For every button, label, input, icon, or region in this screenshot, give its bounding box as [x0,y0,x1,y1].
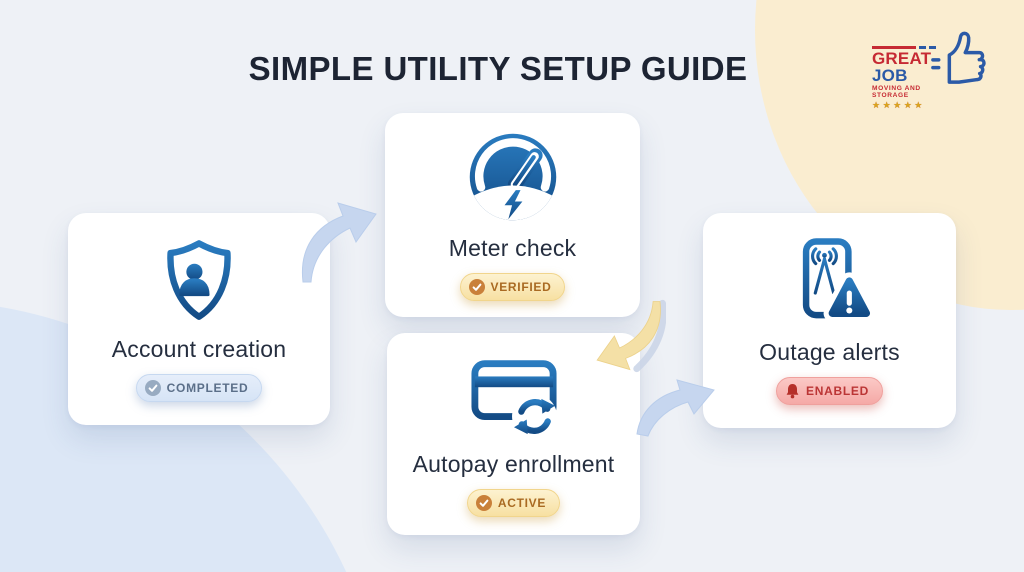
credit-card-sync-icon [470,359,557,439]
phone-outage-alert-icon [802,238,875,323]
logo-word-great: GREAT [872,48,932,68]
bell-icon [786,384,799,399]
logo-text-block: GREAT JOB MOVING AND STORAGE ★★★★★ [872,46,960,111]
check-circle-icon [144,379,161,396]
step-card-outage-alerts: Outage alerts ENABLED [703,213,956,428]
arrow-meter-to-autopay [596,299,666,373]
company-logo: GREAT JOB MOVING AND STORAGE ★★★★★ [872,24,988,110]
arrow-account-to-meter [301,202,377,283]
logo-divider [872,46,960,49]
status-badge-enabled: ENABLED [776,377,883,405]
thumbs-up-icon [931,31,986,84]
check-circle-icon [468,278,485,295]
step-card-account-creation: Account creation COMPLETED [68,213,330,425]
shield-user-plus-icon [167,239,231,320]
step-title: Autopay enrollment [412,450,615,477]
gauge-lightning-icon [469,133,556,220]
check-circle-icon [475,494,492,511]
logo-tagline: MOVING AND STORAGE [872,84,921,99]
status-badge-label: ENABLED [806,384,869,398]
status-badge-active: ACTIVE [466,488,561,517]
arrow-autopay-to-outage [636,379,715,437]
logo-word-job: JOB [872,65,908,85]
status-badge-label: ACTIVE [497,495,547,510]
step-title: Outage alerts [759,339,900,365]
status-badge-label: COMPLETED [166,380,249,395]
status-badge-completed: COMPLETED [135,373,263,402]
logo-name: GREAT JOB [872,50,960,84]
logo-star-rating: ★★★★★ [872,99,925,110]
status-badge-label: VERIFIED [490,279,552,294]
status-badge-verified: VERIFIED [459,272,566,301]
step-card-autopay-enrollment: Autopay enrollment ACTIVE [387,333,640,535]
step-title: Meter check [448,234,577,261]
step-card-meter-check: Meter check VERIFIED [385,113,640,317]
step-title: Account creation [111,335,287,362]
page-title: SIMPLE UTILITY SETUP GUIDE [248,50,748,87]
